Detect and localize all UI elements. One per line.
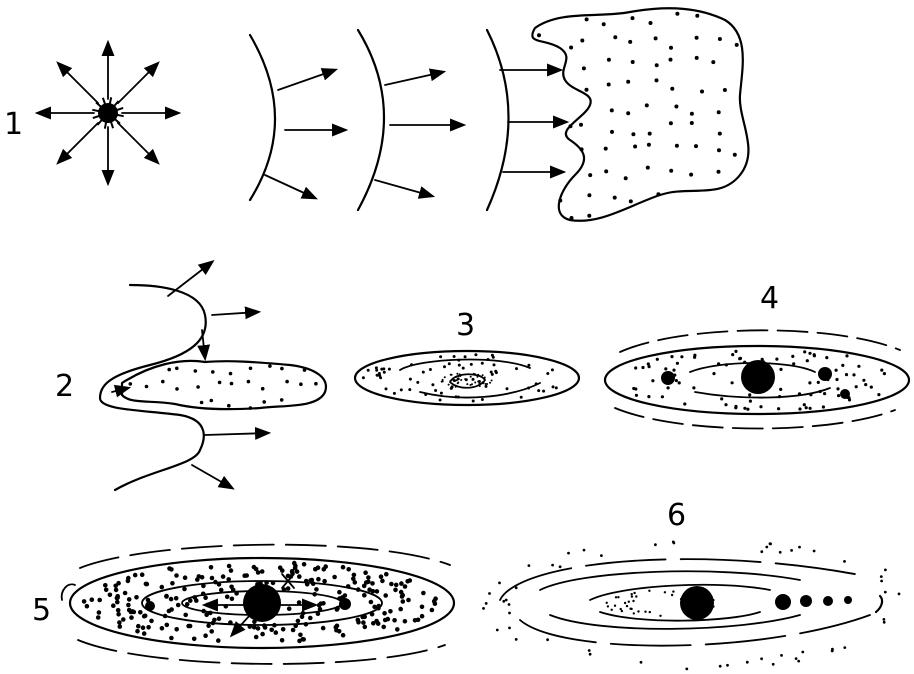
panel-label-4: 4: [760, 281, 779, 316]
panel-label-5: 5: [32, 593, 51, 628]
planet: [823, 596, 833, 606]
planet: [844, 596, 852, 604]
accreting-solar-nebula: [62, 545, 454, 664]
panel-label-2: 2: [55, 369, 74, 404]
protoplanet: [661, 371, 675, 385]
panel-1: 1: [4, 8, 748, 221]
interstellar-cloud: [532, 8, 748, 221]
protosun: [741, 360, 775, 394]
shock-wave-front-1: [250, 35, 345, 200]
shock-wave-front-3: [487, 30, 566, 210]
compressed-shock-front: [100, 262, 268, 490]
planet: [876, 596, 882, 612]
sun: [680, 586, 714, 620]
supernova-burst: [38, 43, 178, 183]
planetesimal: [145, 601, 155, 611]
panel-6: 6: [482, 498, 900, 670]
mature-planetary-system: [482, 541, 900, 671]
collapsing-cloud: [122, 361, 326, 410]
panel-4: 4: [605, 281, 909, 429]
planet: [775, 594, 791, 610]
panel-5: 5: [32, 545, 454, 664]
panel-label-6: 6: [667, 498, 686, 533]
panel-label-3: 3: [456, 308, 475, 343]
panel-3: 3: [355, 308, 579, 405]
panel-label-1: 1: [4, 107, 23, 142]
planet: [800, 595, 812, 607]
shock-wave-front-2: [358, 30, 463, 210]
protoplanetary-disk: [355, 351, 579, 405]
panel-2: 2: [55, 262, 326, 490]
forming-solar-system: [605, 330, 909, 428]
protoplanet: [818, 367, 832, 381]
